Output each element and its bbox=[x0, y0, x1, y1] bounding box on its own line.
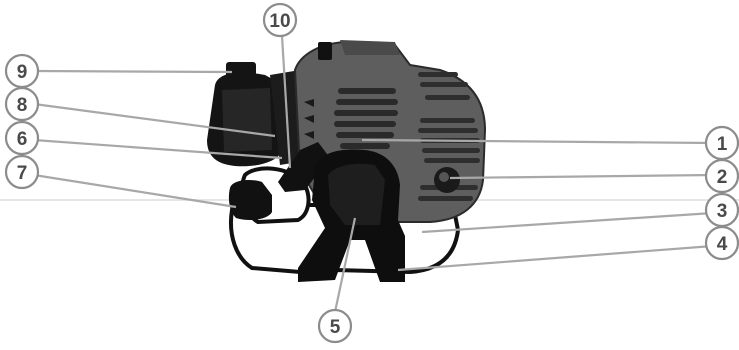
callout-circle bbox=[704, 158, 739, 194]
callout-number: 8 bbox=[17, 95, 28, 116]
callout-number: 1 bbox=[717, 134, 728, 155]
leader-line-9 bbox=[33, 69, 233, 74]
callout-number: 7 bbox=[17, 163, 28, 184]
callout-circle bbox=[4, 154, 40, 190]
callout-circle bbox=[704, 225, 739, 261]
top-cover bbox=[340, 40, 400, 55]
callout-number: 10 bbox=[269, 11, 290, 32]
side-notches bbox=[304, 99, 314, 139]
top-cap bbox=[318, 42, 332, 60]
leader-lines bbox=[33, 35, 714, 313]
leader-line-4 bbox=[397, 244, 714, 272]
leader-line-7 bbox=[33, 173, 237, 209]
handle-mount-face bbox=[328, 163, 385, 225]
leader-line-5 bbox=[333, 217, 357, 313]
callout-number: 5 bbox=[330, 317, 341, 338]
callout-8: 8 bbox=[4, 86, 40, 122]
callout-circle bbox=[317, 308, 353, 344]
engine-illustration bbox=[207, 40, 487, 282]
cooling-fins bbox=[334, 88, 398, 149]
callout-4: 4 bbox=[704, 225, 739, 261]
callout-10: 10 bbox=[262, 2, 298, 38]
callout-number: 9 bbox=[17, 62, 28, 83]
callout-number: 6 bbox=[17, 129, 28, 150]
throttle-lever bbox=[278, 142, 330, 192]
callout-9: 9 bbox=[4, 53, 40, 89]
leader-line-3 bbox=[421, 211, 714, 234]
leader-line-10 bbox=[280, 35, 292, 169]
callout-2: 2 bbox=[704, 158, 739, 194]
leader-line-1 bbox=[361, 138, 714, 145]
spark-plug-highlight bbox=[439, 172, 449, 182]
callout-circle bbox=[4, 120, 40, 156]
callout-circle bbox=[262, 2, 298, 38]
callout-number: 2 bbox=[717, 167, 728, 188]
leader-line-8 bbox=[33, 102, 276, 138]
callout-5: 5 bbox=[317, 308, 353, 344]
recoil-cover-fins bbox=[418, 72, 480, 201]
callout-number: 3 bbox=[717, 201, 728, 222]
callout-3: 3 bbox=[704, 192, 739, 228]
callout-number: 4 bbox=[717, 234, 728, 255]
filter-knob bbox=[226, 62, 256, 78]
callout-circle bbox=[4, 53, 40, 89]
primer-bulb bbox=[228, 180, 272, 220]
leader-line-6 bbox=[33, 138, 283, 160]
air-filter-detail bbox=[222, 88, 272, 152]
callout-7: 7 bbox=[4, 154, 40, 190]
callout-1: 1 bbox=[704, 125, 739, 161]
leader-line-2 bbox=[449, 173, 714, 180]
callout-6: 6 bbox=[4, 120, 40, 156]
